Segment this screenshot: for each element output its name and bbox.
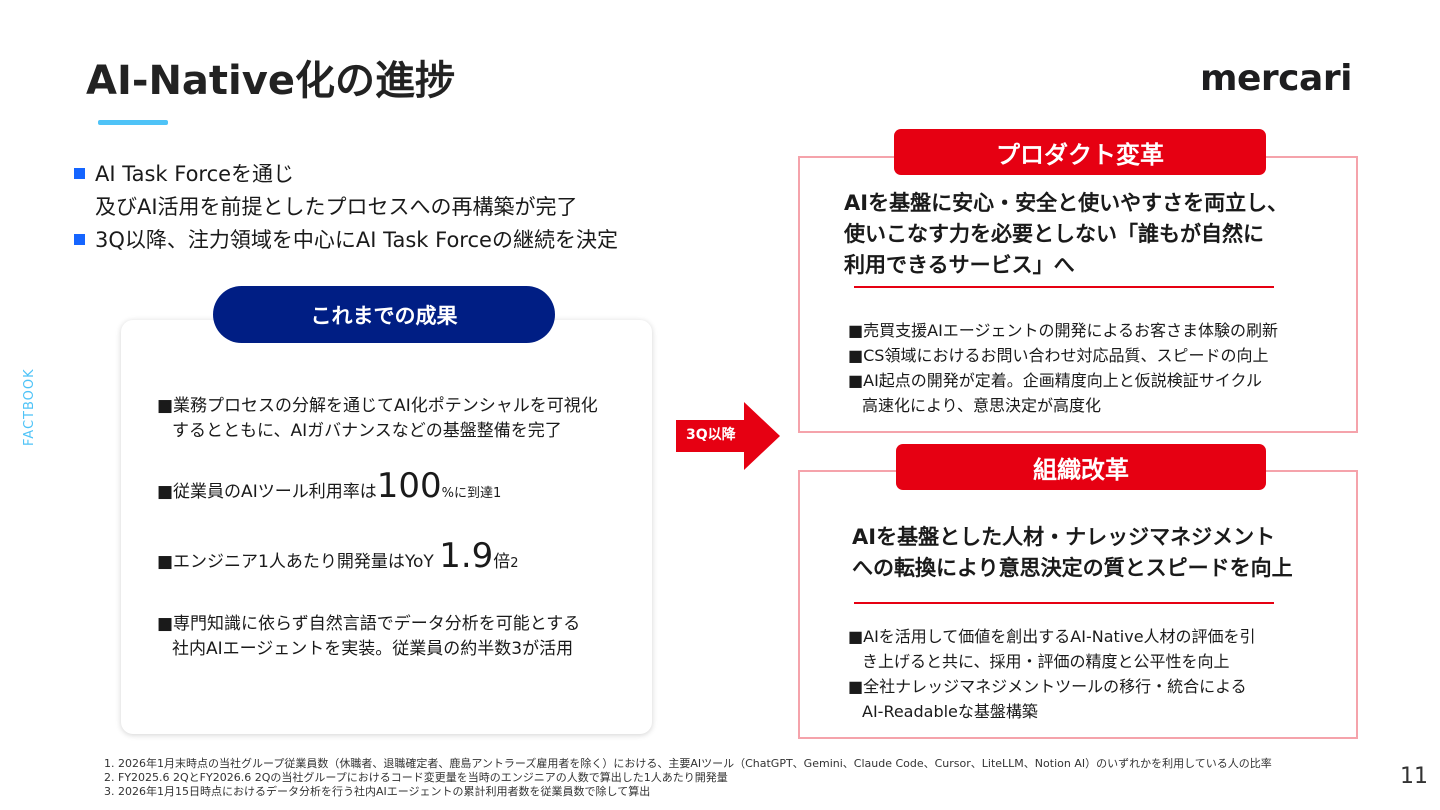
product-headline: AIを基盤に安心・安全と使いやすさを両立し、 使いこなす力を必要としない「誰もが… bbox=[844, 188, 1288, 281]
result-text: 倍 bbox=[493, 552, 511, 572]
product-item: ■売買支援AIエージェントの開発によるお客さま体験の刷新 bbox=[848, 321, 1278, 340]
dev-output-value: 1.9 bbox=[439, 536, 494, 576]
result-item: ■エンジニア1人あたり開発量はYoY 1.9倍2 bbox=[157, 539, 519, 576]
org-item: ■AIを活用して価値を創出するAI-Native人材の評価を引 き上げると共に、… bbox=[848, 624, 1256, 674]
org-divider bbox=[854, 602, 1274, 604]
result-text: %に到達 bbox=[441, 486, 493, 501]
headline-text: AIを基盤とした人材・ナレッジマネジメント bbox=[852, 525, 1276, 549]
result-text: するとともに、AIガバナンスなどの基盤整備を完了 bbox=[172, 421, 562, 441]
product-item: ■CS領域におけるお問い合わせ対応品質、スピードの向上 bbox=[848, 346, 1269, 365]
page-number: 11 bbox=[1400, 764, 1428, 789]
bullet-item: 3Q以降、注力領域を中心にAI Task Forceの継続を決定 bbox=[74, 224, 754, 257]
result-item: ■専門知識に依らず自然言語でデータ分析を可能とする 社内AIエージェントを実装。… bbox=[157, 612, 580, 662]
usage-rate-value: 100 bbox=[376, 466, 442, 506]
product-tab: プロダクト変革 bbox=[894, 129, 1266, 175]
footnote-ref: 1 bbox=[492, 486, 502, 501]
footnote-ref: 2 bbox=[510, 556, 519, 571]
headline-text: への転換により意思決定の質とスピードを向上 bbox=[852, 556, 1293, 580]
product-panel bbox=[798, 156, 1358, 433]
results-card bbox=[121, 320, 652, 734]
summary-bullets: AI Task Forceを通じ 及びAI活用を前提としたプロセスへの再構築が完… bbox=[74, 158, 754, 257]
side-label: FACTBOOK bbox=[22, 368, 37, 446]
result-text: ■エンジニア1人あたり開発量はYoY bbox=[157, 552, 440, 572]
bullet-square-icon bbox=[74, 234, 85, 245]
org-panel bbox=[798, 470, 1358, 739]
headline-text: 利用できるサービス」へ bbox=[844, 253, 1075, 277]
footnote: 3. 2026年1月15日時点におけるデータ分析を行う社内AIエージェントの累計… bbox=[104, 785, 651, 798]
product-item-text: ■AI起点の開発が定着。企画精度向上と仮説検証サイクル bbox=[848, 371, 1262, 390]
bullet-square-icon bbox=[74, 168, 85, 179]
result-text: ■専門知識に依らず自然言語でデータ分析を可能とする bbox=[157, 614, 581, 634]
mercari-logo: mercari bbox=[1200, 58, 1352, 99]
product-item: ■AI起点の開発が定着。企画精度向上と仮説検証サイクル 高速化により、意思決定が… bbox=[848, 368, 1262, 418]
result-item: ■従業員のAIツール利用率は100%に到達1 bbox=[157, 469, 502, 506]
title-underline bbox=[98, 120, 168, 125]
headline-text: AIを基盤に安心・安全と使いやすさを両立し、 bbox=[844, 191, 1289, 215]
org-item-text: ■全社ナレッジマネジメントツールの移行・統合による bbox=[848, 677, 1247, 696]
bullet-item: AI Task Forceを通じ 及びAI活用を前提としたプロセスへの再構築が完… bbox=[74, 158, 754, 224]
headline-text: 使いこなす力を必要としない「誰もが自然に bbox=[844, 222, 1264, 246]
bullet-text: AI Task Forceを通じ bbox=[95, 162, 295, 186]
page-title: AI-Native化の進捗 bbox=[86, 58, 455, 104]
result-text: ■業務プロセスの分解を通じてAI化ポテンシャルを可視化 bbox=[157, 396, 598, 416]
org-item: ■全社ナレッジマネジメントツールの移行・統合による AI-Readableな基盤… bbox=[848, 674, 1247, 724]
result-item: ■業務プロセスの分解を通じてAI化ポテンシャルを可視化 するとともに、AIガバナ… bbox=[157, 394, 598, 444]
result-text: 社内AIエージェントを実装。従業員の約半数3が活用 bbox=[172, 639, 574, 659]
bullet-text: 及びAI活用を前提としたプロセスへの再構築が完了 bbox=[95, 195, 578, 219]
results-header: これまでの成果 bbox=[213, 286, 555, 343]
arrow-label: 3Q以降 bbox=[686, 427, 736, 443]
product-item-text: 高速化により、意思決定が高度化 bbox=[862, 396, 1102, 415]
footnote: 1. 2026年1月末時点の当社グループ従業員数（休職者、退職確定者、鹿島アント… bbox=[104, 757, 1272, 770]
bullet-text: 3Q以降、注力領域を中心にAI Task Forceの継続を決定 bbox=[95, 228, 618, 252]
footnotes: 1. 2026年1月末時点の当社グループ従業員数（休職者、退職確定者、鹿島アント… bbox=[104, 757, 1272, 799]
org-item-text: き上げると共に、採用・評価の精度と公平性を向上 bbox=[862, 652, 1230, 671]
org-headline: AIを基盤とした人材・ナレッジマネジメント への転換により意思決定の質とスピード… bbox=[852, 522, 1293, 584]
org-item-text: AI-Readableな基盤構築 bbox=[862, 702, 1038, 721]
org-item-text: ■AIを活用して価値を創出するAI-Native人材の評価を引 bbox=[848, 627, 1256, 646]
product-divider bbox=[854, 286, 1274, 288]
org-tab: 組織改革 bbox=[896, 444, 1266, 490]
right-arrow-icon bbox=[676, 402, 780, 470]
result-text: ■従業員のAIツール利用率は bbox=[157, 482, 377, 502]
footnote: 2. FY2025.6 2QとFY2026.6 2Qの当社グループにおけるコード… bbox=[104, 771, 728, 784]
